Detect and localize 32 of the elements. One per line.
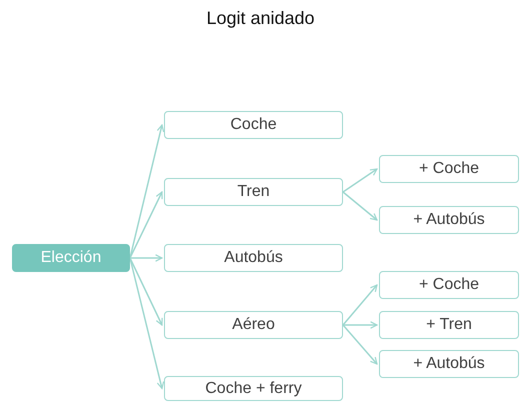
node-label: + Tren (426, 316, 472, 334)
arrow (343, 321, 378, 329)
arrow (129, 258, 163, 326)
option-box (164, 311, 343, 339)
arrow (342, 324, 378, 365)
node-label: + Autobús (413, 355, 485, 373)
arrow (342, 191, 378, 221)
option-box (379, 350, 519, 378)
root-box (12, 244, 130, 272)
option-box (379, 155, 519, 183)
node-label: Tren (237, 183, 270, 201)
node-label: + Coche (418, 276, 480, 294)
arrow (129, 191, 163, 258)
option-box (164, 111, 343, 139)
node-label: Coche + ferry (205, 380, 302, 398)
arrow (129, 124, 164, 258)
node-label: Aéreo (232, 316, 275, 334)
option-box (164, 376, 343, 401)
option-box (164, 178, 343, 206)
option-box (379, 311, 519, 339)
node-label: Elección (40, 249, 102, 267)
arrow (342, 284, 378, 326)
node-label: Autobús (224, 249, 283, 267)
node-label: + Coche (418, 160, 480, 178)
option-box (164, 244, 343, 272)
diagram-title: Logit anidado (205, 8, 316, 29)
arrow (342, 168, 378, 193)
arrow (130, 254, 163, 262)
option-box (379, 271, 519, 299)
option-box (379, 206, 519, 234)
node-label: + Autobús (413, 211, 485, 229)
node-label: Coche (230, 116, 277, 134)
